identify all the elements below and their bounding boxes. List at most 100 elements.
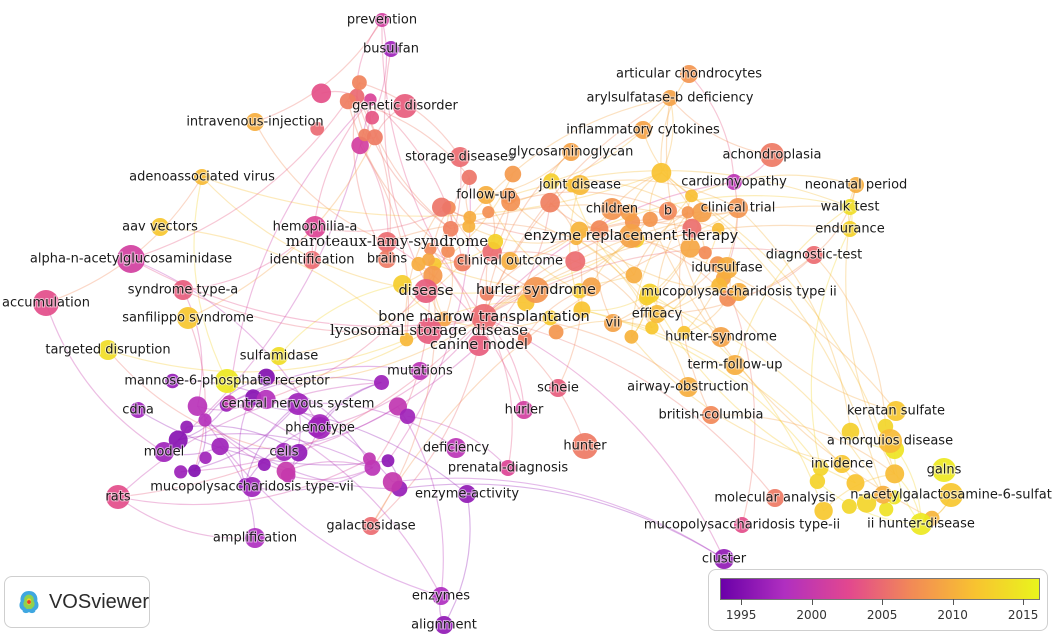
term-node[interactable] [482, 206, 495, 219]
term-node-sanfilippo-syndrome[interactable] [177, 307, 199, 329]
term-node-mucopolysaccharidosis-type-ii[interactable] [730, 283, 748, 301]
term-node-achondroplasia[interactable] [760, 143, 784, 167]
term-node[interactable] [712, 222, 725, 236]
term-label-busulfan[interactable]: busulfan [362, 41, 420, 58]
term-node[interactable] [645, 321, 659, 335]
term-label-articular-chondrocytes[interactable]: articular chondrocytes [615, 66, 763, 83]
term-node-ii-hunter-disease[interactable] [910, 513, 932, 535]
term-node[interactable] [841, 422, 860, 441]
term-node[interactable] [569, 232, 583, 246]
term-node-galns[interactable] [932, 458, 956, 482]
term-label-enzyme-replacement-therapy[interactable]: enzyme replacement therapy [523, 227, 740, 245]
term-node-hurler[interactable] [515, 401, 533, 419]
term-node[interactable] [188, 464, 201, 478]
term-node[interactable] [180, 420, 194, 434]
term-node-molecular-analysis[interactable] [766, 489, 784, 507]
term-label-prenatal-diagnosis[interactable]: prenatal-diagnosis [447, 460, 570, 477]
term-label-prevention[interactable]: prevention [346, 12, 418, 29]
term-label-canine-model[interactable]: canine model [429, 336, 529, 354]
term-label-joint-disease[interactable]: joint disease [537, 177, 622, 194]
term-label-galns[interactable]: galns [926, 462, 963, 479]
term-label-hemophilia-a[interactable]: hemophilia-a [272, 219, 359, 236]
term-node[interactable] [565, 251, 586, 272]
term-label-children[interactable]: children [585, 201, 639, 218]
term-node-adenoassociated-virus[interactable] [194, 169, 210, 185]
term-label-hurler-syndrome[interactable]: hurler syndrome [475, 281, 597, 299]
term-node[interactable] [885, 464, 905, 484]
term-label-aav-vectors[interactable]: aav vectors [121, 219, 199, 236]
term-node-n-acetylgalactosamine-6-sulfat[interactable] [939, 483, 963, 507]
term-node-accumulation[interactable] [33, 290, 59, 316]
term-label-hunter-syndrome[interactable]: hunter-syndrome [664, 329, 778, 346]
term-label-mannose-6-phosphate-receptor[interactable]: mannose-6-phosphate receptor [123, 373, 331, 390]
term-node-efficacy[interactable] [648, 305, 666, 323]
term-node-hurler-syndrome[interactable] [523, 277, 549, 303]
term-node-central-nervous-system[interactable] [287, 393, 309, 415]
term-node[interactable] [453, 253, 472, 272]
term-label-intravenous-injection[interactable]: intravenous-injection [185, 114, 324, 131]
term-node-incidence[interactable] [833, 455, 851, 473]
term-label-keratan-sulfate[interactable]: keratan sulfate [846, 403, 946, 420]
term-node[interactable] [382, 472, 403, 492]
term-node[interactable] [682, 218, 702, 238]
term-label-achondroplasia[interactable]: achondroplasia [722, 147, 823, 164]
term-label-deficiency[interactable]: deficiency [422, 440, 491, 457]
term-label-b[interactable]: b [663, 203, 673, 220]
term-node[interactable] [399, 408, 416, 424]
term-node[interactable] [441, 244, 455, 258]
term-node[interactable] [504, 165, 522, 183]
term-node-lysosomal-storage-disease[interactable] [416, 318, 442, 344]
term-node[interactable] [812, 460, 829, 476]
term-label-maroteaux-lamy-syndrome[interactable]: maroteaux-lamy-syndrome [285, 231, 490, 251]
term-node[interactable] [290, 444, 308, 462]
term-label-sanfilippo-syndrome[interactable]: sanfilippo syndrome [121, 310, 255, 327]
term-node-busulfan[interactable] [383, 41, 399, 57]
term-node-articular-chondrocytes[interactable] [680, 65, 698, 83]
term-label-model[interactable]: model [143, 444, 185, 461]
term-label-syndrome-type-a[interactable]: syndrome type-a [127, 282, 239, 299]
term-node[interactable] [624, 329, 639, 344]
term-node[interactable] [677, 325, 691, 340]
term-node[interactable] [276, 461, 296, 481]
term-node-vii[interactable] [604, 314, 622, 332]
term-label-enzyme-activity[interactable]: enzyme-activity [414, 486, 520, 503]
term-label-alpha-n-acetylglucosaminidase[interactable]: alpha-n-acetylglucosaminidase [29, 251, 233, 268]
term-node[interactable] [846, 474, 865, 493]
term-node-walk-test[interactable] [842, 199, 858, 215]
term-node-cluster[interactable] [714, 549, 734, 569]
term-label-alignment[interactable]: alignment [410, 617, 478, 634]
term-node-storage-diseases[interactable] [450, 147, 470, 167]
term-node-british-columbia[interactable] [702, 406, 720, 424]
term-node[interactable] [257, 368, 275, 386]
term-label-incidence[interactable]: incidence [810, 456, 874, 473]
term-label-hunter[interactable]: hunter [562, 438, 608, 455]
term-node[interactable] [814, 501, 833, 521]
term-node[interactable] [374, 375, 389, 390]
term-label-sulfamidase[interactable]: sulfamidase [239, 348, 319, 365]
term-node-idursulfase[interactable] [716, 257, 738, 279]
term-node[interactable] [211, 437, 229, 456]
term-node-mucopolysaccharidosis-type-vii[interactable] [242, 477, 262, 497]
term-label-mucopolysaccharidosis-type-ii[interactable]: mucopolysaccharidosis type-ii [643, 517, 841, 534]
term-node-follow-up[interactable] [477, 186, 495, 204]
term-node-hemophilia-a[interactable] [304, 216, 326, 238]
term-node[interactable] [692, 202, 712, 223]
term-label-galactosidase[interactable]: galactosidase [325, 518, 416, 535]
term-label-targeted-disruption[interactable]: targeted disruption [44, 342, 171, 359]
term-node-intravenous-injection[interactable] [246, 113, 264, 131]
term-node-genetic-disorder[interactable] [393, 94, 417, 118]
term-node-neonatal-period[interactable] [848, 177, 864, 193]
term-node[interactable] [432, 197, 452, 217]
term-node[interactable] [879, 502, 894, 517]
term-node[interactable] [620, 204, 638, 222]
term-node-joint-disease[interactable] [570, 175, 590, 195]
term-node[interactable] [222, 395, 237, 410]
term-label-disease[interactable]: disease [397, 282, 454, 300]
term-node-cdna[interactable] [130, 402, 146, 418]
term-node[interactable] [581, 277, 601, 297]
term-node[interactable] [501, 192, 521, 212]
term-node-children[interactable] [601, 198, 623, 220]
term-node-galactosidase[interactable] [362, 517, 380, 535]
term-node-prevention[interactable] [375, 13, 389, 27]
term-label-inflammatory-cytokines[interactable]: inflammatory cytokines [565, 122, 721, 139]
